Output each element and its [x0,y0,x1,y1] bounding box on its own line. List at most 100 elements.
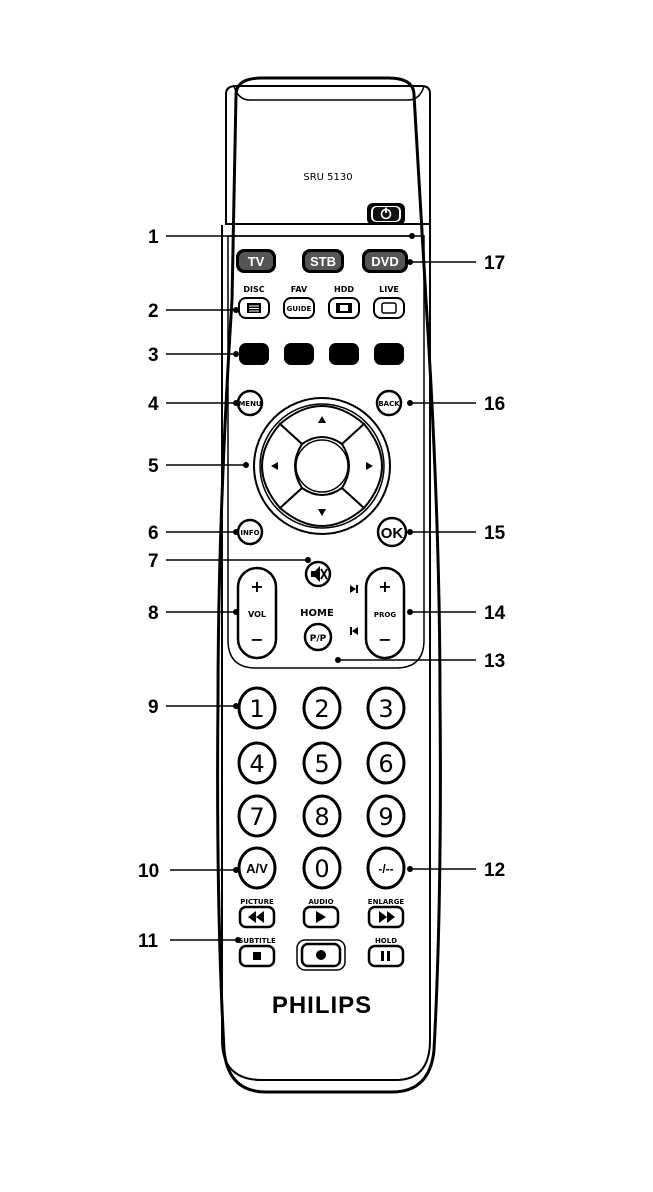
guide-label: GUIDE [287,305,312,313]
record-button[interactable] [297,940,345,970]
callout-7: 7 [148,551,159,572]
audio-label: AUDIO [308,898,333,906]
color-button-2[interactable] [284,343,314,365]
digit-2-label: 2 [314,695,329,723]
hold-label: HOLD [375,937,397,945]
vol-plus-label: + [250,577,263,596]
tv-label: TV [248,254,265,269]
digit-button-6[interactable]: 6 [368,743,404,783]
menu-label: MENU [238,400,262,408]
tv-button[interactable]: TV [236,249,276,273]
digit-button-5[interactable]: 5 [304,743,340,783]
digit-3-label: 3 [378,695,393,723]
disc-label: DISC [243,285,264,294]
prog-minus-label: − [378,630,391,649]
pp-label: P/P [310,634,327,644]
volume-rocker[interactable]: + VOL − [238,568,276,658]
callout-2: 2 [148,301,159,322]
callout-12: 12 [484,860,505,881]
callout-17: 17 [484,253,505,274]
vol-minus-label: − [250,630,263,649]
fast-forward-button[interactable] [369,907,403,927]
hdd-icon [336,303,352,313]
callout-10: 10 [138,861,159,882]
stop-button[interactable] [240,946,274,966]
menu-button[interactable]: MENU [238,391,262,415]
callout-numbers: 1 2 3 4 5 6 7 8 9 10 11 12 13 14 15 16 1… [138,227,506,952]
power-button[interactable] [367,203,405,225]
source-buttons: TV STB DVD [236,249,408,273]
info-button[interactable]: INFO [238,520,262,544]
mute-button[interactable] [306,562,330,586]
color-buttons [239,343,404,365]
digit-1-label: 1 [249,695,264,723]
model-label: SRU 5130 [303,172,352,183]
digit-9-label: 9 [378,803,393,831]
callout-15: 15 [484,523,506,544]
fav-guide-button[interactable]: GUIDE [284,298,314,318]
callout-16: 16 [484,394,505,415]
nav-center [296,440,348,492]
digit-7-label: 7 [249,803,264,831]
info-label: INFO [240,529,259,537]
digit-4-label: 4 [249,750,264,778]
color-button-1[interactable] [239,343,269,365]
callout-13: 13 [484,651,505,672]
callout-6: 6 [148,523,159,544]
back-label: BACK [378,400,400,408]
digit-button-0[interactable]: 0 [304,848,340,888]
ok-label: OK [381,525,404,542]
av-button[interactable]: A/V [239,848,275,888]
digit-6-label: 6 [378,750,393,778]
callout-4: 4 [148,394,159,415]
callout-9: 9 [148,697,159,718]
dvd-button[interactable]: DVD [362,249,408,273]
disc-button[interactable] [239,298,269,318]
digit-button-4[interactable]: 4 [239,743,275,783]
enlarge-label: ENLARGE [368,898,405,906]
rewind-button[interactable] [240,907,274,927]
pause-button[interactable] [369,946,403,966]
digit-button-9[interactable]: 9 [368,796,404,836]
play-button[interactable] [304,907,338,927]
ok-button[interactable]: OK [378,518,406,546]
color-button-3[interactable] [329,343,359,365]
digit-8-label: 8 [314,803,329,831]
color-button-4[interactable] [374,343,404,365]
prog-label: PROG [374,611,396,619]
digit-button-2[interactable]: 2 [304,688,340,728]
hdd-button[interactable] [329,298,359,318]
record-icon [316,950,326,960]
callout-8: 8 [148,603,159,624]
live-button[interactable] [374,298,404,318]
digit-button-8[interactable]: 8 [304,796,340,836]
digit-button-1[interactable]: 1 [239,688,275,728]
dash-button[interactable]: -/-- [368,848,404,888]
subtitle-label: SUBTITLE [238,937,276,945]
callout-5: 5 [148,456,159,477]
teletext-icon [247,303,261,313]
callout-3: 3 [148,345,159,366]
hdd-label: HDD [334,285,354,294]
digit-0-label: 0 [314,855,329,883]
dash-label: -/-- [378,862,393,876]
digit-button-3[interactable]: 3 [368,688,404,728]
digit-keypad: 1 2 3 4 5 6 7 8 [239,688,404,888]
callout-1: 1 [148,227,159,248]
digit-button-7[interactable]: 7 [239,796,275,836]
brand-logo: PHILIPS [272,992,372,1019]
av-label: A/V [246,861,268,876]
home-label: HOME [300,608,334,619]
live-label: LIVE [379,285,399,294]
prog-plus-label: + [378,577,391,596]
home-pp-button[interactable]: HOME P/P [300,608,334,650]
picture-label: PICTURE [240,898,274,906]
back-button[interactable]: BACK [377,391,401,415]
previous-icon [350,627,358,635]
stb-button[interactable]: STB [302,249,344,273]
stb-label: STB [310,254,336,269]
mode-buttons: DISC FAV HDD LIVE GUIDE [239,285,404,318]
fav-label: FAV [291,285,308,294]
program-rocker[interactable]: + PROG − [366,568,404,658]
